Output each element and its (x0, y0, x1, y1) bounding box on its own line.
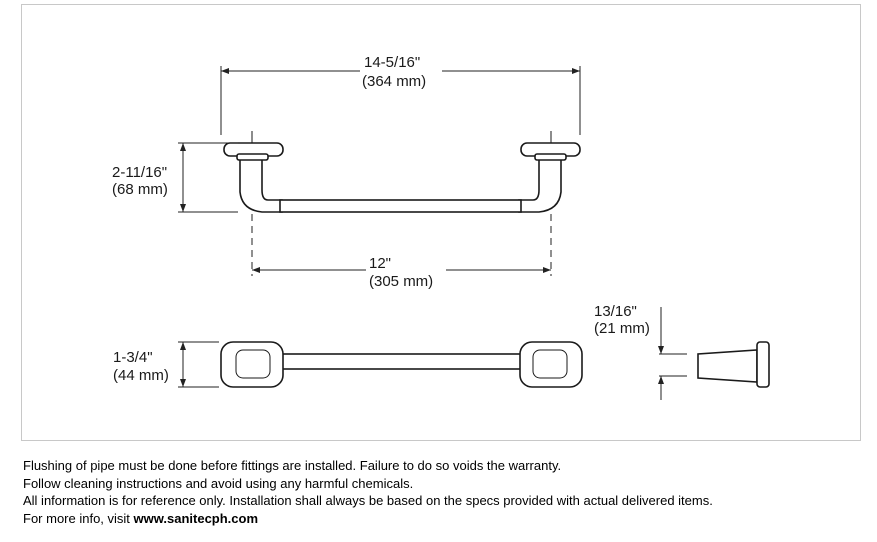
post-height-dimension: 1-3/4" (44 mm) (113, 341, 219, 388)
overall-length-imperial: 14-5/16" (364, 54, 420, 71)
flange-thickness-metric: (21 mm) (594, 320, 650, 337)
overall-length-metric: (364 mm) (362, 73, 426, 90)
post-height-imperial: 1-3/4" (113, 349, 153, 366)
note-flushing: Flushing of pipe must be done before fit… (23, 458, 562, 473)
projection-imperial: 2-11/16" (112, 164, 167, 181)
flange-side-view (697, 341, 770, 388)
website-link[interactable]: www.sanitecph.com (133, 510, 259, 526)
dimension-drawing: 14-5/16" (364 mm) 2-11/16" (68 mm) (112, 54, 770, 400)
center-to-center-imperial: 12" (369, 255, 391, 272)
note-cleaning: Follow cleaning instructions and avoid u… (23, 475, 414, 491)
notes-block: Flushing of pipe must be done before fit… (23, 457, 863, 527)
center-to-center-dimension: 12" (305 mm) (251, 214, 552, 290)
flange-thickness-imperial: 13/16" (594, 303, 637, 320)
center-to-center-metric: (305 mm) (369, 273, 433, 290)
post-height-metric: (44 mm) (113, 367, 169, 384)
note-more-info: For more info, visit www.sanitecph.com (23, 510, 863, 528)
note-more-info-prefix: For more info, visit (23, 510, 134, 526)
overall-length-dimension: 14-5/16" (364 mm) (220, 54, 581, 135)
towel-bar-side-view (223, 131, 581, 213)
projection-metric: (68 mm) (112, 181, 168, 198)
flange-thickness-dimension: 13/16" (21 mm) (594, 303, 687, 400)
towel-bar-front-view (220, 341, 583, 388)
note-reference: All information is for reference only. I… (23, 493, 713, 508)
projection-dimension: 2-11/16" (68 mm) (112, 142, 238, 213)
